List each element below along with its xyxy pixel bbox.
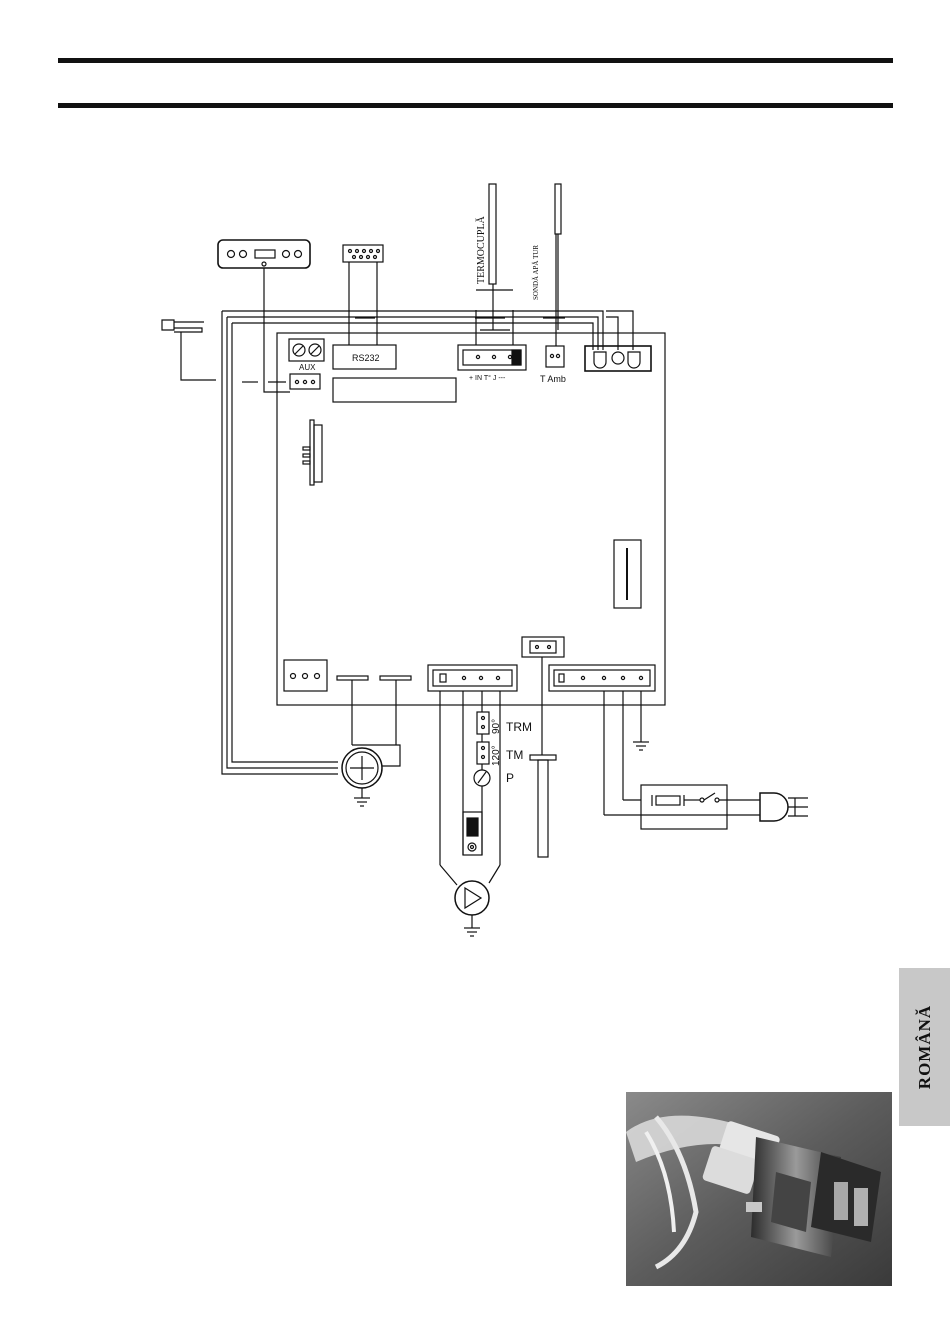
thermocouple-connector-label: + IN T° J --- (469, 374, 506, 382)
mains-connector (549, 665, 655, 815)
tm-value: 120° (491, 745, 502, 766)
flow-water-probe (555, 184, 561, 330)
circulation-pump (440, 865, 500, 936)
fan-terminal-a (337, 676, 368, 680)
bottom-left-connector (284, 660, 327, 691)
side-header (303, 420, 322, 485)
fan (342, 745, 400, 806)
flow-probe-label: SONDĂ APĂ TUR (532, 245, 540, 300)
pressure-label: P (506, 771, 514, 785)
ambient-connector (546, 330, 564, 367)
connector-photo-icon (626, 1092, 892, 1286)
fan-terminal-b (380, 676, 411, 680)
aux-connector-small (242, 310, 320, 392)
thermocouple-label: TERMOCUPLĂ (475, 215, 487, 284)
board-display-area (333, 378, 456, 402)
display-panel (218, 240, 310, 310)
language-tab: ROMÂNĂ (899, 968, 950, 1126)
tm-label: TM (506, 748, 523, 762)
thermostat-tm (477, 742, 489, 770)
aux-label: AUX (299, 363, 316, 372)
boiler-probe-connector (522, 637, 564, 755)
mains-plug (760, 793, 808, 821)
db9-connector (343, 245, 383, 345)
boiler-probe (530, 755, 556, 857)
trm-value: 90° (491, 719, 502, 734)
thermostat-trm (477, 712, 489, 742)
main-switch (604, 785, 760, 829)
board-fuse (614, 540, 641, 608)
side-plug (162, 320, 216, 380)
thermocouple-connector (458, 345, 526, 370)
trm-label: TRM (506, 720, 532, 734)
ambient-label: T Amb (540, 374, 566, 384)
control-board (277, 333, 665, 705)
rs232-label: RS232 (352, 353, 380, 363)
flow-sensor (463, 812, 482, 855)
language-label: ROMÂNĂ (915, 1005, 935, 1089)
wiring-diagram: AUX RS232 TERMOCUPLĂ SONDĂ APĂ TUR + IN … (0, 0, 950, 960)
aux-terminal (289, 339, 324, 361)
